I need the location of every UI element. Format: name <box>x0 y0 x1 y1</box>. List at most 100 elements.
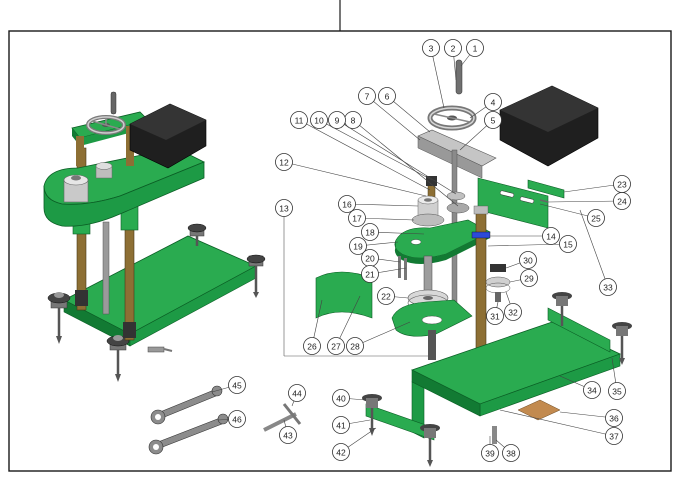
callout-circle <box>605 427 623 445</box>
callout-7: 7 <box>358 87 421 141</box>
wrench-45 <box>150 385 223 425</box>
callout-1: 1 <box>460 39 484 67</box>
callout-circle <box>599 278 617 296</box>
callout-circle <box>504 303 522 321</box>
callout-circle <box>378 87 396 105</box>
callout-leader <box>346 203 419 207</box>
exploded-carriage-hole <box>410 239 422 245</box>
exploded-screw-24 <box>539 199 549 203</box>
callout-41: 41 <box>332 416 371 434</box>
callout-39: 39 <box>481 436 499 462</box>
callout-leader <box>430 47 445 109</box>
exploded-column-cap <box>473 205 489 215</box>
assembled-center-rod <box>102 221 110 315</box>
callout-3: 3 <box>422 39 445 109</box>
callout-number: 35 <box>612 387 622 397</box>
callout-leader <box>336 119 457 195</box>
callout-11: 11 <box>290 111 431 191</box>
callout-leader <box>354 321 411 347</box>
callout-number: 9 <box>335 116 340 126</box>
callout-number: 13 <box>279 204 289 214</box>
exploded-strip-left <box>365 403 435 441</box>
callout-9: 9 <box>328 111 457 195</box>
callout-number: 30 <box>523 256 533 266</box>
callout-number: 23 <box>617 180 627 190</box>
callout-24: 24 <box>547 192 631 210</box>
callout-13: 13 <box>275 199 293 217</box>
exploded-strip-35 <box>547 307 611 353</box>
callout-circle <box>328 111 346 129</box>
callout-leader <box>366 95 421 141</box>
exploded-bolt-38 <box>492 426 497 444</box>
callout-leader <box>499 409 615 437</box>
assembled-view <box>43 91 266 382</box>
callout-number: 38 <box>506 449 516 459</box>
callout-circle <box>310 111 328 129</box>
assembled-carriage-side <box>43 161 205 227</box>
callout-circle <box>502 444 520 462</box>
exploded-small-plate-23 <box>527 179 565 199</box>
exploded-collar-10 <box>426 176 437 186</box>
callout-number: 6 <box>385 92 390 102</box>
callout-circle <box>484 93 502 111</box>
callout-42: 42 <box>332 427 377 461</box>
callout-28: 28 <box>346 321 411 355</box>
callout-number: 37 <box>609 432 619 442</box>
callout-17: 17 <box>348 209 415 227</box>
callout-layer: 1234567891011121314151617181920212223242… <box>211 39 631 462</box>
callout-number: 29 <box>524 274 534 284</box>
exploded-foot-right-1 <box>552 292 572 326</box>
callout-leader <box>298 119 431 191</box>
callout-6: 6 <box>378 87 431 133</box>
callout-15: 15 <box>487 235 577 253</box>
callout-16: 16 <box>338 195 419 213</box>
exploded-foot-left-1 <box>362 394 382 436</box>
callout-circle <box>332 443 350 461</box>
callout-number: 40 <box>336 394 346 404</box>
callout-circle <box>275 199 293 217</box>
callout-number: 19 <box>353 242 363 252</box>
callout-26: 26 <box>303 299 323 355</box>
assembled-pulley <box>95 162 113 179</box>
callout-circle <box>290 111 308 129</box>
assembled-collar-bottom-left <box>75 290 88 306</box>
callout-number: 27 <box>331 342 341 352</box>
drawing-frame <box>8 30 672 472</box>
callout-22: 22 <box>377 287 409 305</box>
callout-circle <box>279 426 297 444</box>
callout-circle <box>613 192 631 210</box>
callout-number: 21 <box>365 270 375 280</box>
callout-27: 27 <box>327 295 361 355</box>
callout-leader <box>369 231 425 235</box>
exploded-crossbar-side <box>417 135 483 179</box>
callout-number: 7 <box>365 92 370 102</box>
callout-34: 34 <box>559 375 601 399</box>
callout-number: 24 <box>617 197 627 207</box>
callout-circle <box>481 444 499 462</box>
callout-number: 5 <box>491 116 496 126</box>
t-key <box>263 403 302 432</box>
callout-circle <box>583 381 601 399</box>
callout-36: 36 <box>559 409 623 427</box>
callout-number: 20 <box>365 254 375 264</box>
callout-circle <box>444 39 462 57</box>
callout-leader <box>283 161 427 197</box>
exploded-view <box>148 59 632 467</box>
callout-circle <box>466 39 484 57</box>
callout-20: 20 <box>361 249 401 267</box>
callout-circle <box>559 235 577 253</box>
assembled-collar-bottom-right <box>123 322 136 338</box>
callout-number: 18 <box>365 228 375 238</box>
callout-circle <box>361 223 379 241</box>
callout-23: 23 <box>563 175 631 193</box>
exploded-motor-group <box>485 264 511 302</box>
callout-32: 32 <box>504 291 522 321</box>
callout-number: 46 <box>232 415 242 425</box>
exploded-collar-8 <box>446 202 470 214</box>
callout-circle <box>605 409 623 427</box>
callout-number: 11 <box>295 116 304 126</box>
callout-leader <box>335 295 361 347</box>
callout-leader <box>487 243 569 247</box>
exploded-foot-left-2 <box>420 424 440 467</box>
callout-14: 14 <box>490 227 560 245</box>
